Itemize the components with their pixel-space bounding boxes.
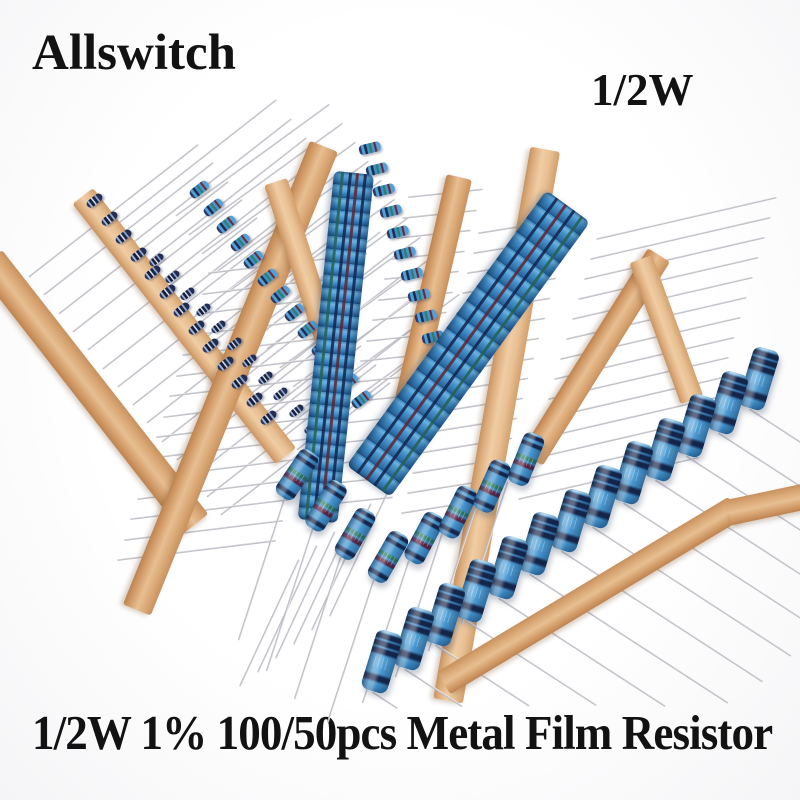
resistor-marking [317,499,334,515]
lead-wire [130,498,289,520]
resistor-marking [379,550,396,566]
resistor-marking [449,506,466,521]
small-resistor [179,285,196,302]
lead-wire [123,519,283,540]
resistor-marking [404,632,423,648]
medium-resistor [332,505,379,563]
resistor-marking [415,532,432,547]
resistor-marking [288,468,305,484]
resistor-marking [346,527,363,543]
lead-wire [327,579,375,723]
product-caption: 1/2W 1% 100/50pcs Metal Film Resistor [32,705,773,760]
resistor-marking [483,480,500,495]
wattage-label: 1/2W [591,65,694,115]
resistor-marking [718,396,737,412]
resistor-marking [561,514,580,530]
resistor-marking [529,537,548,554]
lead-wire [584,236,765,280]
lead-wire [590,216,771,260]
small-resistor [372,182,396,198]
lead-wire [266,528,314,672]
resistor-marking [372,655,391,672]
resistor-marking [623,467,643,483]
resistor-marking [498,561,517,577]
small-resistor [350,389,373,410]
brand-logo: Allswitch [32,25,236,81]
resistor-marking [686,419,705,436]
lead-wire [596,196,777,240]
resistor-marking [435,608,454,625]
small-resistor [400,266,424,282]
small-resistor [358,140,382,156]
resistor-marking [749,372,768,389]
small-resistor [287,403,305,419]
resistor-marking [592,490,611,507]
resistor-marking [466,585,486,601]
small-resistor [393,245,417,261]
lead-wire [238,497,286,641]
resistor-marking [655,443,674,459]
resistor-marking [517,453,534,468]
